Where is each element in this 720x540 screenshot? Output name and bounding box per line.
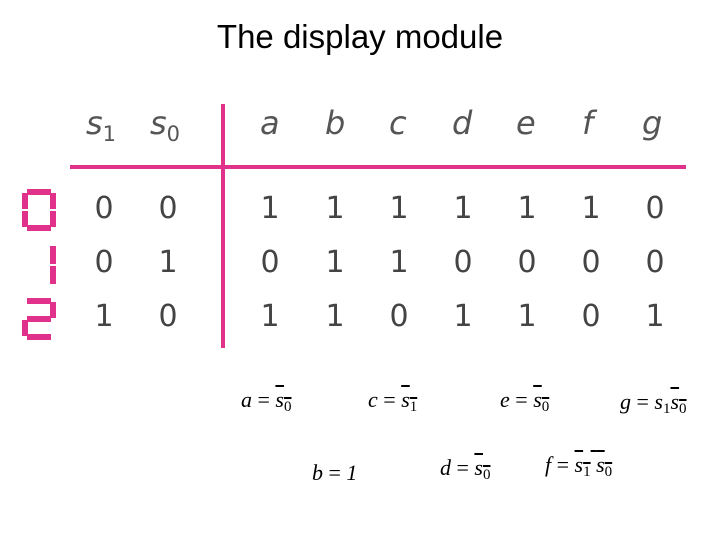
table-cell: 0 <box>581 245 601 280</box>
table-cell: 1 <box>325 299 345 334</box>
table-cell: 0 <box>158 299 178 334</box>
equation-b: b = 1 <box>312 460 358 485</box>
header-f: f <box>582 104 594 142</box>
table-cell: 1 <box>581 191 601 226</box>
equation-e: e = s0 <box>500 387 550 415</box>
table-cell: 0 <box>581 299 601 334</box>
seven-segment-digit-1-icon <box>50 246 56 284</box>
table-cell: 0 <box>453 245 473 280</box>
table-cell: 0 <box>158 191 178 226</box>
table-cell: 1 <box>645 299 665 334</box>
table-cell: 1 <box>260 191 280 226</box>
table-cell: 0 <box>645 191 665 226</box>
table-cell: 1 <box>260 299 280 334</box>
equation-a: a = s0 <box>241 387 292 415</box>
table-cell: 1 <box>325 191 345 226</box>
table-cell: 1 <box>517 191 537 226</box>
table-cell: 0 <box>645 245 665 280</box>
table-cell: 1 <box>453 191 473 226</box>
seven-segment-digit-0-icon <box>22 189 56 231</box>
seven-segment-digit-2-icon <box>22 298 56 340</box>
table-cell: 1 <box>517 299 537 334</box>
table-vertical-divider <box>221 104 225 348</box>
header-a: a <box>260 104 280 142</box>
equation-c: c = s1 <box>368 387 418 415</box>
table-horizontal-divider <box>70 165 686 169</box>
page-title: The display module <box>216 18 504 55</box>
table-cell: 0 <box>389 299 409 334</box>
table-cell: 1 <box>94 299 114 334</box>
table-cell: 0 <box>94 191 114 226</box>
equation-g: g = s1s0 <box>620 389 687 417</box>
table-cell: 1 <box>453 299 473 334</box>
header-b: b <box>325 104 346 142</box>
header-g: g <box>642 104 663 142</box>
table-cell: 0 <box>260 245 280 280</box>
header-d: d <box>452 104 473 142</box>
table-cell: 1 <box>389 191 409 226</box>
header-c: c <box>389 104 407 142</box>
equation-d: d = s0 <box>440 455 491 483</box>
equation-f: f = s1 s0 <box>545 452 613 480</box>
table-cell: 1 <box>389 245 409 280</box>
table-cell: 1 <box>158 245 178 280</box>
header-s0: s0 <box>150 104 181 146</box>
table-cell: 0 <box>94 245 114 280</box>
header-s1: s1 <box>86 104 117 146</box>
truth-table: s1 s0 a b c d e f g 0 0 1 1 <box>22 104 686 348</box>
table-cell: 0 <box>517 245 537 280</box>
table-cell: 1 <box>325 245 345 280</box>
header-e: e <box>516 104 536 142</box>
